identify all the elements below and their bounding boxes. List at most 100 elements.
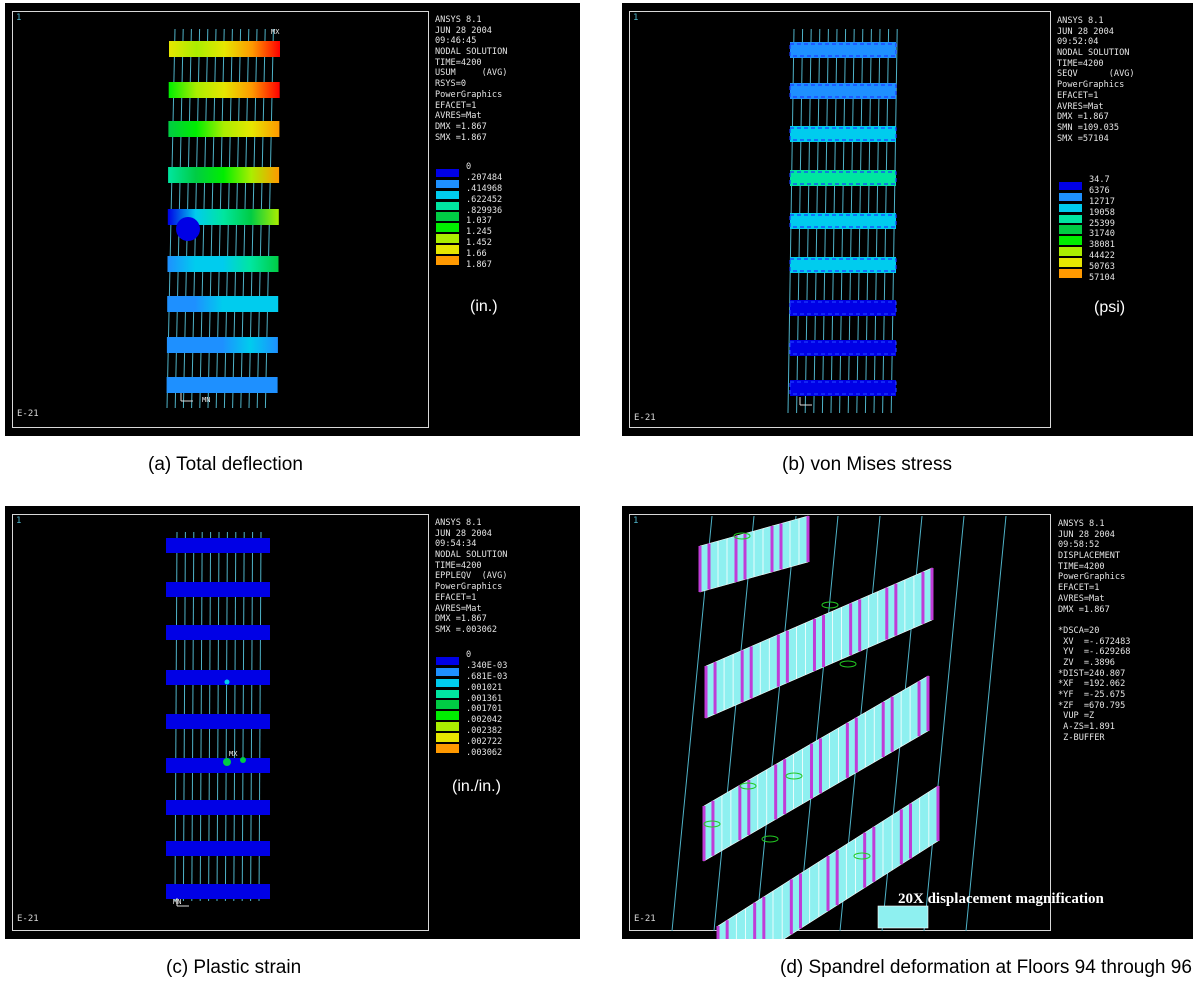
info-line: TIME=4200	[435, 57, 482, 68]
bottom-label: E-21	[634, 413, 656, 423]
column-line	[965, 515, 1007, 932]
info-line: 09:54:34	[435, 539, 477, 550]
band-texture	[789, 381, 897, 395]
spandrel-band	[168, 82, 280, 98]
spandrel-band	[168, 121, 280, 137]
info-line: EFACET=1	[1057, 90, 1099, 101]
legend-value: 31740	[1089, 229, 1115, 240]
info-line: AVRES=Mat	[435, 111, 482, 122]
legend-swatch	[436, 733, 459, 742]
max-marker: MX	[229, 750, 238, 758]
column-line	[797, 515, 839, 932]
legend-swatch	[436, 179, 459, 189]
legend-value: .207484	[466, 172, 503, 183]
legend-swatch	[1059, 181, 1082, 191]
legend-value: 6376	[1089, 185, 1110, 196]
info-line: PowerGraphics	[435, 89, 503, 100]
info-line	[1058, 615, 1130, 626]
info-line: XV =-.672483	[1058, 636, 1131, 647]
legend-value: .340E-03	[466, 660, 508, 671]
legend-value: 0	[466, 162, 472, 172]
info-line: PowerGraphics	[1057, 80, 1125, 91]
info-line: SMX =.003062	[435, 624, 498, 635]
legend-swatch	[436, 656, 459, 666]
legend-swatch	[436, 711, 459, 720]
band-texture	[789, 301, 897, 315]
info-line: DMX =1.867	[1057, 112, 1109, 123]
spandrel-band	[166, 758, 270, 773]
legend-swatch	[436, 700, 459, 709]
info-line: NODAL SOLUTION	[435, 47, 508, 58]
spandrel-band	[790, 170, 896, 186]
legend-value: 1.245	[466, 227, 492, 238]
info-line: VUP =Z	[1058, 711, 1095, 722]
spandrel-band	[168, 167, 280, 183]
legend-value: .002382	[466, 726, 503, 737]
column-line	[923, 515, 965, 932]
connection-marker	[739, 782, 757, 790]
unit-label: (psi)	[1094, 299, 1126, 316]
column-line	[713, 515, 755, 932]
legend-swatch	[436, 689, 459, 699]
info-line: JUN 28 2004	[435, 528, 492, 539]
legend-value: .002722	[466, 737, 503, 748]
info-line: JUN 28 2004	[1057, 26, 1114, 37]
info-line: DISPLACEMENT	[1058, 551, 1121, 562]
legend-value: .622452	[466, 194, 503, 205]
viewport-frame	[12, 514, 429, 931]
legend-swatch	[436, 667, 459, 677]
info-line: ANSYS 8.1	[435, 518, 482, 528]
info-line: TIME=4200	[1057, 58, 1104, 69]
legend-value: 12717	[1089, 196, 1115, 207]
contour-blob	[176, 217, 200, 241]
legend-swatch	[1059, 192, 1082, 202]
info-line: 09:52:04	[1057, 37, 1099, 48]
legend-swatch	[436, 256, 459, 265]
band-texture	[789, 171, 897, 185]
spandrel-band	[166, 625, 270, 640]
window-id: 1	[633, 516, 639, 526]
spandrel-band	[790, 300, 896, 316]
spandrel-band	[166, 337, 278, 353]
legend-swatch	[436, 212, 459, 221]
legend-swatch	[436, 190, 459, 200]
spandrel-band	[166, 670, 270, 685]
info-line: USUM (AVG)	[435, 68, 508, 79]
strain-plot	[166, 531, 270, 907]
legend-value: .001361	[466, 693, 503, 704]
legend-value: .414968	[466, 183, 503, 194]
connection-marker	[821, 601, 839, 609]
spandrel-band	[166, 377, 278, 393]
legend-swatch	[436, 223, 459, 232]
info-line: NODAL SOLUTION	[1057, 48, 1130, 59]
legend-value: 25399	[1089, 218, 1115, 229]
legend-swatch	[1059, 225, 1082, 234]
spandrel-band	[790, 213, 896, 229]
info-line: A-ZS=1.891	[1058, 722, 1115, 733]
spandrel-band	[790, 42, 896, 58]
legend-value: 1.037	[466, 216, 492, 227]
legend-value: 0	[466, 650, 472, 660]
info-line: EFACET=1	[1058, 583, 1100, 594]
band-texture	[789, 127, 897, 141]
info-line: *XF =192.062	[1058, 679, 1126, 690]
strain-hotspot	[224, 679, 230, 685]
info-line: *DIST=240.807	[1058, 668, 1126, 679]
max-marker: MX	[271, 28, 280, 36]
legend-value: 34.7	[1089, 175, 1110, 185]
bottom-label: E-21	[634, 914, 656, 924]
info-line: DMX =1.867	[1058, 604, 1110, 615]
legend-swatch	[1059, 214, 1082, 224]
info-line: 09:58:52	[1058, 540, 1100, 551]
connection-marker	[839, 660, 857, 668]
legend-value: .002042	[466, 715, 503, 726]
info-line: SMX =57104	[1057, 133, 1109, 144]
strain-hotspot	[240, 757, 246, 763]
spandrel-band	[166, 884, 270, 899]
legend-swatch	[436, 722, 459, 731]
